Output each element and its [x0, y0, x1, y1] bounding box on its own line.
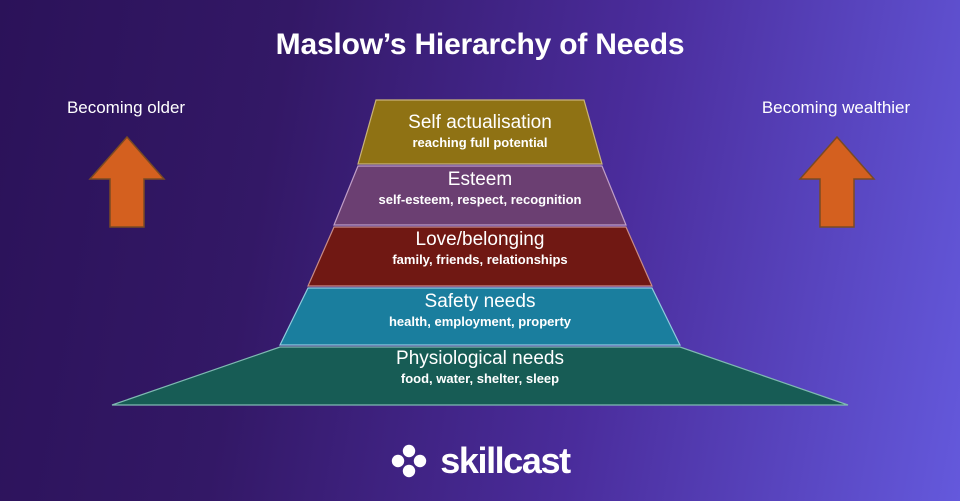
level-subtitle: family, friends, relationships — [392, 252, 568, 267]
pyramid-level-physiological-needs — [111, 346, 849, 406]
pyramid-level-self-actualisation — [357, 99, 603, 165]
right-axis-label: Becoming wealthier — [761, 98, 911, 117]
pyramid-level-label-physiological-needs: Physiological needs food, water, shelter… — [0, 347, 960, 387]
left-axis-label: Becoming older — [66, 98, 186, 117]
four-dot-diamond-icon — [392, 444, 427, 478]
level-title: Love/belonging — [415, 229, 545, 250]
level-subtitle: food, water, shelter, sleep — [400, 371, 560, 386]
up-arrow-icon — [88, 135, 166, 229]
level-title: Physiological needs — [396, 348, 564, 369]
page-title: Maslow’s Hierarchy of Needs — [275, 28, 685, 61]
brand-name: skillcast — [440, 440, 571, 481]
brand-logo: skillcast — [0, 443, 960, 479]
pyramid-level-safety-needs — [279, 287, 681, 346]
pyramid-level-label-love-belonging: Love/belonging family, friends, relation… — [0, 228, 960, 268]
level-subtitle: health, employment, property — [388, 314, 572, 329]
level-title: Safety needs — [424, 291, 536, 312]
pyramid-level-love-belonging — [307, 226, 653, 287]
pyramid-level-label-safety-needs: Safety needs health, employment, propert… — [0, 290, 960, 330]
pyramid-level-esteem — [333, 165, 627, 226]
up-arrow-icon — [798, 135, 876, 229]
